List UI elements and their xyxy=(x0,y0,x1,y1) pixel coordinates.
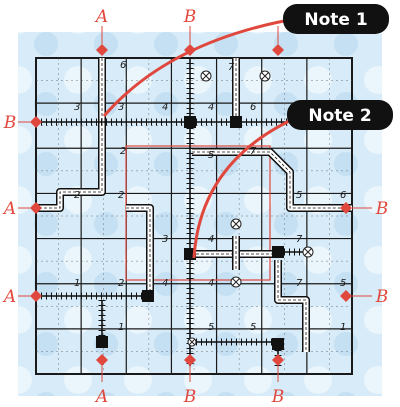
edge-label-left-a: A xyxy=(2,287,16,307)
crossed-circle-icon xyxy=(230,276,242,288)
red-diamond-marker-icon xyxy=(340,290,352,302)
board-background xyxy=(18,32,382,396)
black-square-markers xyxy=(96,116,284,350)
note-2-text: Note 2 xyxy=(308,106,371,126)
cell-number: 7 xyxy=(228,62,235,73)
cell-number: 4 xyxy=(208,102,214,113)
crossed-circle-icon xyxy=(230,218,242,230)
cell-number: 5 xyxy=(208,322,214,333)
edge-label-bottom-b: B xyxy=(271,387,285,407)
black-square-marker-icon xyxy=(96,336,108,348)
cell-number: 6 xyxy=(250,102,256,113)
edge-label-top-a: A xyxy=(94,7,108,27)
cell-number: 4 xyxy=(208,278,214,289)
track-layer xyxy=(36,58,352,366)
cell-number: 2 xyxy=(118,278,124,289)
cell-number: 5 xyxy=(208,150,214,161)
crossed-circle-icon xyxy=(200,70,212,82)
crossed-circle-icon xyxy=(187,337,197,347)
track-centerline xyxy=(126,207,151,290)
cell-number: 1 xyxy=(74,278,80,289)
red-diamond-markers xyxy=(30,44,352,366)
edge-label-top-b: B xyxy=(183,7,197,27)
crossed-circle-icon xyxy=(302,246,314,258)
cell-number: 4 xyxy=(208,234,214,245)
track-centerline xyxy=(277,260,307,352)
cell-number-layer: 6 7 3 3 4 4 6 2 5 7 2 2 5 6 4 3 4 7 1 2 4 7 5 1 5 5 1 xyxy=(74,60,346,333)
edge-labels: A B B A A B B A B B xyxy=(2,7,388,407)
note-1-pointer xyxy=(102,16,301,117)
crossed-circle-icon xyxy=(259,70,271,82)
red-diamond-marker-icon xyxy=(30,290,42,302)
black-square-marker-icon xyxy=(142,290,154,302)
edge-label-right-b: B xyxy=(375,287,389,307)
cell-number: 7 xyxy=(296,278,303,289)
cell-number: 6 xyxy=(340,190,346,201)
black-square-marker-icon xyxy=(230,116,242,128)
red-diamond-marker-icon xyxy=(272,44,284,56)
red-diamond-marker-icon xyxy=(96,44,108,56)
highlight-region xyxy=(125,145,271,281)
cell-number: 1 xyxy=(340,322,346,333)
red-diamond-marker-icon xyxy=(272,354,284,366)
edge-label-bottom-a: A xyxy=(94,387,108,407)
edge-label-bottom-b: B xyxy=(183,387,197,407)
cell-number: 2 xyxy=(120,146,126,157)
cell-number: 7 xyxy=(296,234,303,245)
cell-number: 5 xyxy=(250,322,256,333)
cell-number: 2 xyxy=(74,190,80,201)
edge-connectors xyxy=(18,26,372,382)
track-centerline xyxy=(36,58,103,209)
cell-number: 4 xyxy=(162,102,168,113)
cell-number: 5 xyxy=(296,190,302,201)
note-1-text: Note 1 xyxy=(304,10,367,30)
cell-number: 6 xyxy=(120,60,126,71)
red-diamond-marker-icon xyxy=(30,116,42,128)
cell-number: 7 xyxy=(250,146,257,157)
red-diamond-marker-icon xyxy=(184,354,196,366)
crossed-circle-icons xyxy=(187,70,314,347)
edge-label-left-a: A xyxy=(2,199,16,219)
cell-number: 1 xyxy=(118,322,124,333)
edge-label-right-b: B xyxy=(375,199,389,219)
black-square-marker-icon xyxy=(184,116,196,128)
red-diamond-marker-icon xyxy=(96,354,108,366)
edge-label-left-b: B xyxy=(3,113,17,133)
cell-number: 2 xyxy=(118,190,124,201)
note-2-pointer xyxy=(192,114,301,259)
red-diamond-marker-icon xyxy=(340,202,352,214)
cell-number: 3 xyxy=(118,102,124,113)
black-square-marker-icon xyxy=(272,338,284,350)
cell-number: 4 xyxy=(162,278,168,289)
cell-number: 3 xyxy=(162,234,168,245)
board-grid xyxy=(35,57,353,375)
red-diamond-marker-icon xyxy=(30,202,42,214)
cell-number: 5 xyxy=(340,278,346,289)
note-2-box: Note 2 xyxy=(287,100,393,130)
cell-number: 3 xyxy=(74,102,80,113)
note-1-box: Note 1 xyxy=(283,4,389,34)
black-square-marker-icon xyxy=(272,246,284,258)
